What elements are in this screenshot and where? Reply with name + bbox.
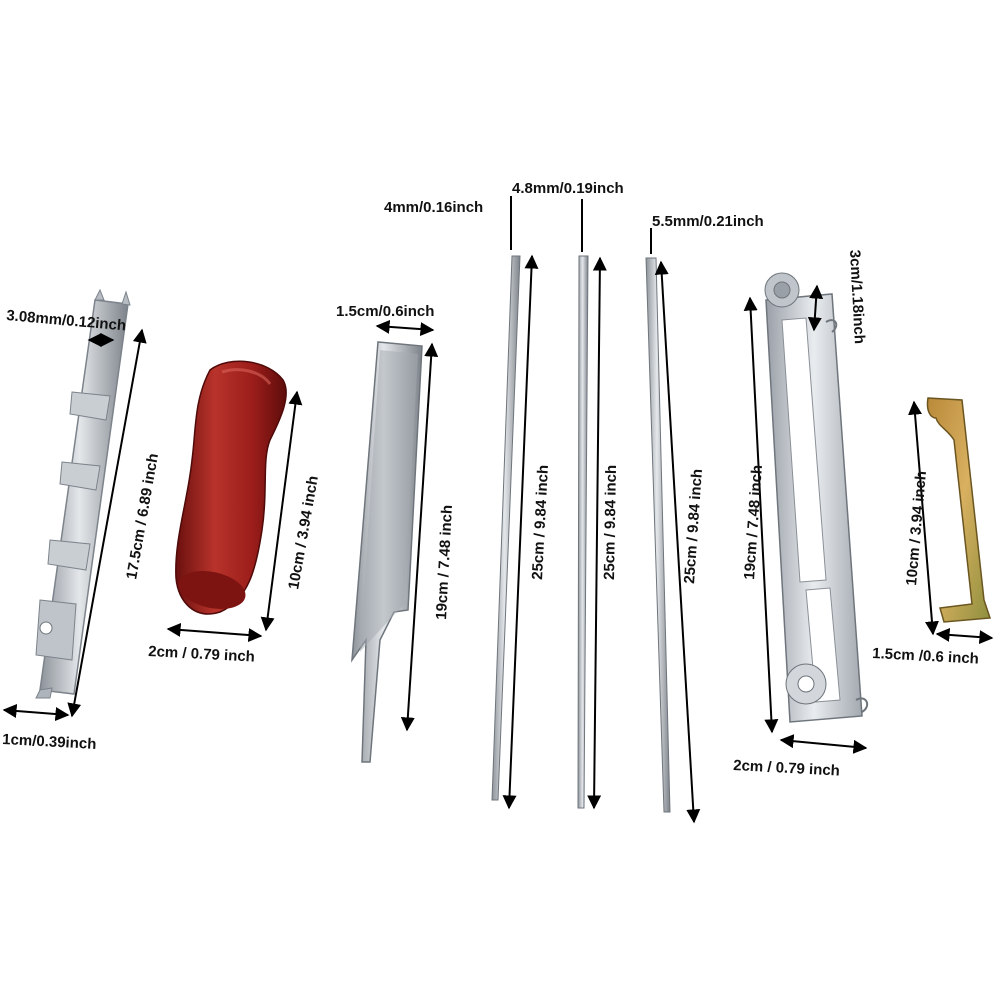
handle-length-label: 10cm / 3.94 inch [285,474,322,590]
round-file-1-length-label: 25cm / 9.84 inch [529,464,552,580]
handle-base-label: 2cm / 0.79 inch [148,643,255,666]
round-file-2 [577,255,589,809]
file-guide [764,272,869,723]
depth-gauge-base-label: 1cm/0.39inch [2,731,97,753]
round-file-1-diameter-label: 4mm/0.16inch [384,199,483,216]
depth-gauge [35,288,131,699]
guide-base-label: 2cm / 0.79 inch [733,757,840,780]
hook-tool [926,397,992,623]
round-file-2-diameter-label: 4.8mm/0.19inch [512,180,624,197]
guide-height-label: 3cm/1.18inch [846,249,868,344]
flat-file-width-label: 1.5cm/0.6inch [336,303,434,320]
round-file-2-length-label: 25cm / 9.84 inch [601,465,620,580]
flat-file [351,341,423,763]
wooden-handle [175,360,287,615]
flat-file-length-label: 19cm / 7.48 inch [433,504,456,620]
round-file-1 [491,255,521,801]
hook-length-label: 10cm / 3.94 inch [903,470,930,586]
round-file-3-length-label: 25cm / 9.84 inch [681,468,706,584]
dimension-arrows [2,196,994,824]
hook-base-label: 1.5cm /0.6 inch [872,645,979,668]
depth-gauge-length-label: 17.5cm / 6.89 inch [123,452,162,581]
round-file-3-diameter-label: 5.5mm/0.21inch [652,213,764,230]
